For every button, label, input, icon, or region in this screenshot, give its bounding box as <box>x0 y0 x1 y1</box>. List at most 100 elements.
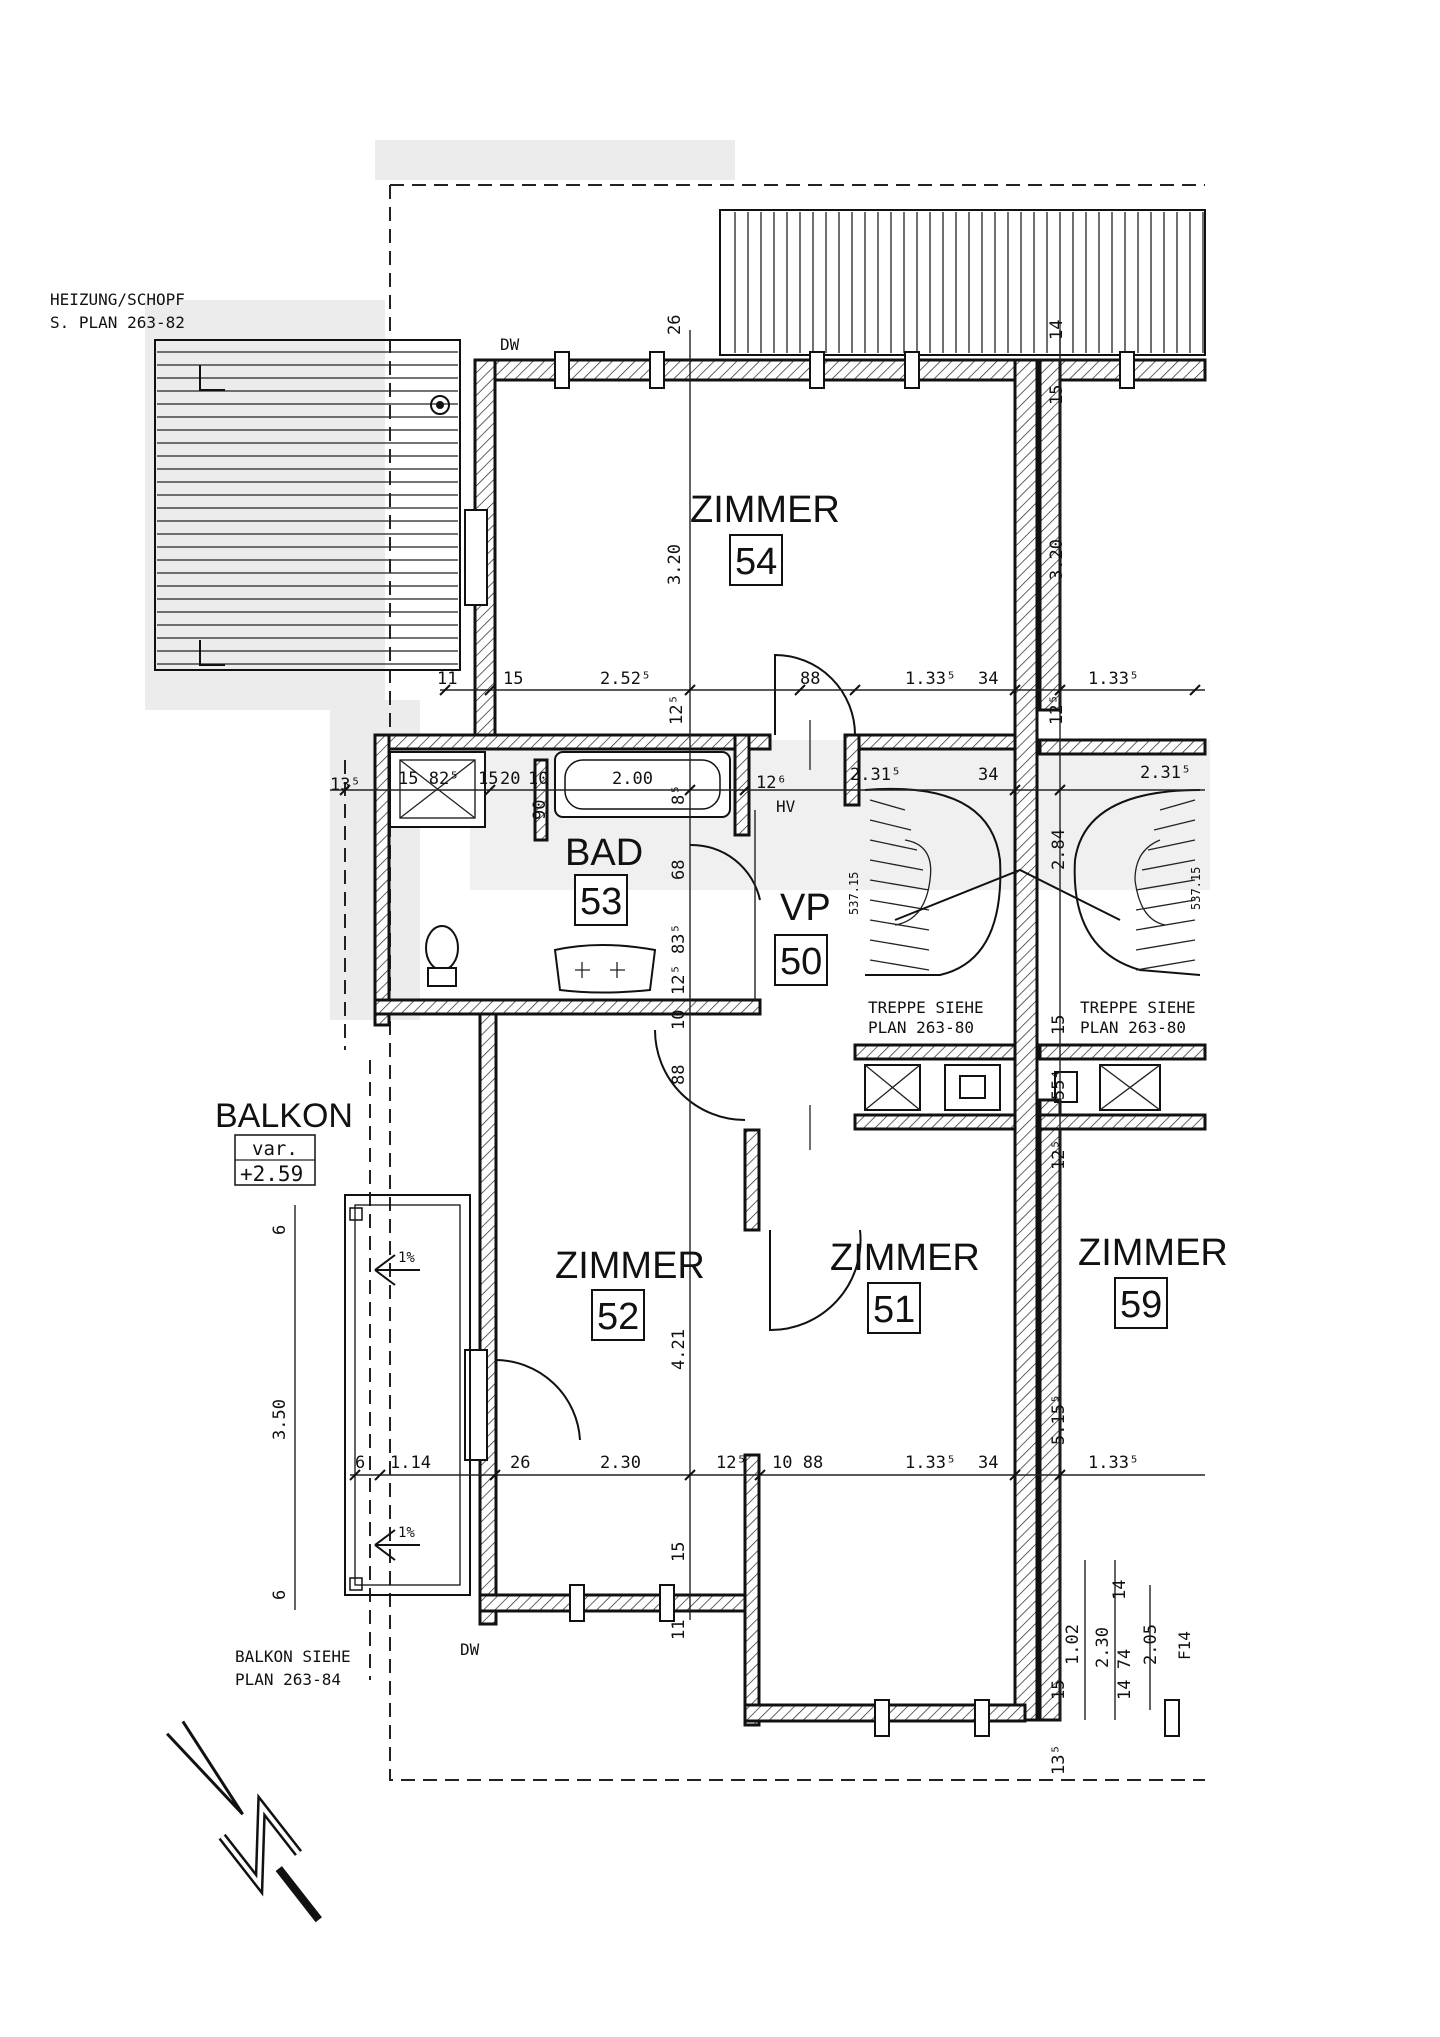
dim-126: 12⁶ <box>756 773 787 793</box>
stair-tread <box>1135 919 1196 931</box>
dimension-tick <box>1009 684 1021 696</box>
dim-6b: 6 <box>270 1590 290 1600</box>
dimension-tick <box>489 1469 501 1481</box>
balkon-level-label: var. <box>252 1138 298 1160</box>
room-box-53 <box>574 874 628 926</box>
dimension-tick <box>1189 684 1201 696</box>
room-box-52 <box>591 1289 645 1341</box>
stair-tread <box>1147 839 1196 851</box>
dimension-tick <box>739 784 751 796</box>
dim-6a: 6 <box>270 1225 290 1235</box>
dw-top-label: DW <box>500 335 520 354</box>
dim-53715b: 537.15 <box>1189 867 1203 910</box>
stair-tread <box>1135 879 1196 891</box>
dimension-tick <box>374 1469 386 1481</box>
stair-tread <box>869 859 924 871</box>
dim-252: 2.52⁵ <box>600 669 651 689</box>
treppe-note-a-line2: PLAN 263-80 <box>868 1018 974 1037</box>
room-number-59: 59 <box>1120 1284 1162 1326</box>
stair-tread <box>1135 959 1196 971</box>
dimension-tick <box>484 684 496 696</box>
room-label-51: ZIMMER <box>830 1237 980 1279</box>
dimension-tick <box>349 1469 361 1481</box>
walls <box>373 358 1207 1727</box>
dim-34b: 34 <box>978 765 998 785</box>
room-box-50 <box>774 934 828 986</box>
stair-tread <box>1159 799 1196 811</box>
dim-15-top: 15 <box>1047 385 1067 405</box>
dimension-tick <box>1009 784 1021 796</box>
property-boundary <box>344 184 1205 1781</box>
dim-102: 1.02 <box>1063 1624 1083 1665</box>
roof-overhang <box>719 209 1206 356</box>
dim-6c: 6 <box>355 1453 365 1473</box>
stair-tread <box>1135 899 1196 911</box>
dimension-lines <box>294 330 1205 1720</box>
room-number-54: 54 <box>735 541 777 583</box>
room-number-53: 53 <box>580 881 622 923</box>
stair-tread <box>869 839 918 851</box>
notes: HEIZUNG/SCHOPF S. PLAN 263-82 DW HV TREP… <box>50 290 1196 1689</box>
dim-421: 4.21 <box>669 1329 689 1370</box>
stair-tread <box>1141 859 1196 871</box>
heizung-schopf <box>154 339 461 671</box>
stair-tread <box>1153 819 1196 831</box>
dim-320-b: 3.20 <box>1047 539 1067 580</box>
dim-10b: 10 <box>669 1010 689 1030</box>
dim-15c: 15 <box>1049 1015 1069 1035</box>
dim-350: 3.50 <box>270 1399 290 1440</box>
balkon-labels: BALKON var. +2.59 1% 1% <box>215 1097 415 1541</box>
dim-200: 2.00 <box>612 769 653 789</box>
dim-15: 15 <box>503 669 523 689</box>
dw-bottom-label: DW <box>460 1640 480 1659</box>
dim-15e: 15 <box>1049 1680 1069 1700</box>
dim-68: 68 <box>669 860 689 880</box>
dim-135b: 13⁵ <box>1049 1744 1069 1775</box>
dim-11: 11 <box>437 669 457 689</box>
dim-125a: 12⁵ <box>667 694 687 725</box>
dim-125-835: 12⁵ 83⁵ <box>669 923 689 995</box>
room-labels: ZIMMER 54 BAD 53 VP 50 ZIMMER 52 ZIMMER … <box>555 489 1228 1341</box>
dim-10: 10 <box>528 769 548 789</box>
dim-515: 5.15⁵ <box>1049 1394 1069 1445</box>
hv-label: HV <box>776 797 796 816</box>
dim-284: 2.84 <box>1049 829 1069 870</box>
dim-125b: 12⁵ <box>1047 694 1067 725</box>
balkon-note-line2: PLAN 263-84 <box>235 1670 341 1689</box>
dim-11b: 11 <box>669 1620 689 1640</box>
room-label-50: VP <box>780 887 831 929</box>
dim-125c: 12⁵ <box>1049 1139 1069 1170</box>
dim-1335d: 1.33⁵ <box>1088 1453 1139 1473</box>
balkon-label: BALKON <box>215 1097 353 1135</box>
dim-1474: 14 74 <box>1115 1649 1135 1700</box>
dimension-tick <box>339 784 351 796</box>
dim-15825: 15 82⁵ <box>398 769 459 789</box>
dim-14-top: 14 <box>1047 320 1067 340</box>
dimension-tick <box>684 1469 696 1481</box>
room-number-50: 50 <box>780 941 822 983</box>
stair-tread <box>869 899 930 911</box>
north-arrow: N <box>165 1720 322 1923</box>
room-box-54 <box>729 534 783 586</box>
room-number-52: 52 <box>597 1296 639 1338</box>
stair-tread <box>869 879 930 891</box>
balkon-note-line1: BALKON SIEHE <box>235 1647 351 1666</box>
dim-88a: 88 <box>800 669 820 689</box>
stair-tread <box>869 819 912 831</box>
dim-90: 90 <box>530 800 550 820</box>
dimension-tick <box>439 684 451 696</box>
dim-114: 1.14 <box>390 1453 431 1473</box>
dim-2315a: 2.31⁵ <box>850 765 901 785</box>
treppe-note-b-line2: PLAN 263-80 <box>1080 1018 1186 1037</box>
dim-554: 55⁴ <box>1049 1069 1069 1100</box>
slope-label-2: 1% <box>398 1525 415 1541</box>
scan-shading <box>145 140 1210 1020</box>
dim-230b: 2.30 <box>1093 1627 1113 1668</box>
dim-1335c: 1.33⁵ <box>905 1453 956 1473</box>
dim-125d: 12⁵ <box>716 1453 747 1473</box>
dim-135: 13⁵ <box>330 775 361 795</box>
stair-tread <box>869 959 930 971</box>
doors <box>494 653 862 1441</box>
dimension-tick <box>1054 684 1066 696</box>
dimension-tick <box>794 684 806 696</box>
